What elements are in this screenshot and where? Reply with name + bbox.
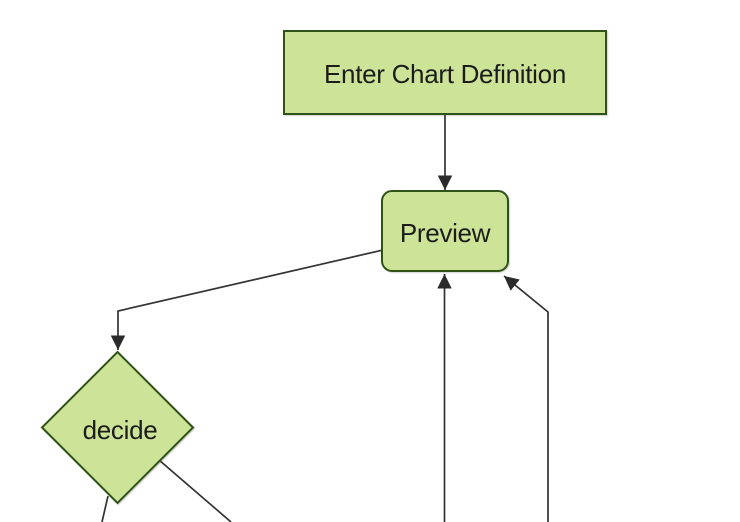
rectangle-shape <box>283 30 607 115</box>
edge-line <box>503 275 549 522</box>
node-decide: decide <box>40 350 195 505</box>
edge-line <box>101 495 109 522</box>
node-preview: Preview <box>381 190 509 272</box>
diamond-shape <box>40 350 195 505</box>
rounded-rectangle-shape <box>381 190 509 272</box>
node-label: Preview <box>400 218 491 248</box>
node-label: decide <box>83 415 158 445</box>
edge-decide-to-offscreen-bottom-left <box>101 495 109 522</box>
edge-line <box>110 249 384 350</box>
edge-offscreen-bottom-right-to-preview <box>503 275 549 522</box>
edge-line <box>158 459 232 522</box>
node-label: Enter Chart Definition <box>324 59 566 89</box>
node-enter-chart-definition: Enter Chart Definition <box>283 30 607 115</box>
edge-decide-to-offscreen-bottom-right <box>158 459 232 522</box>
edge-preview-to-decide <box>110 249 384 350</box>
